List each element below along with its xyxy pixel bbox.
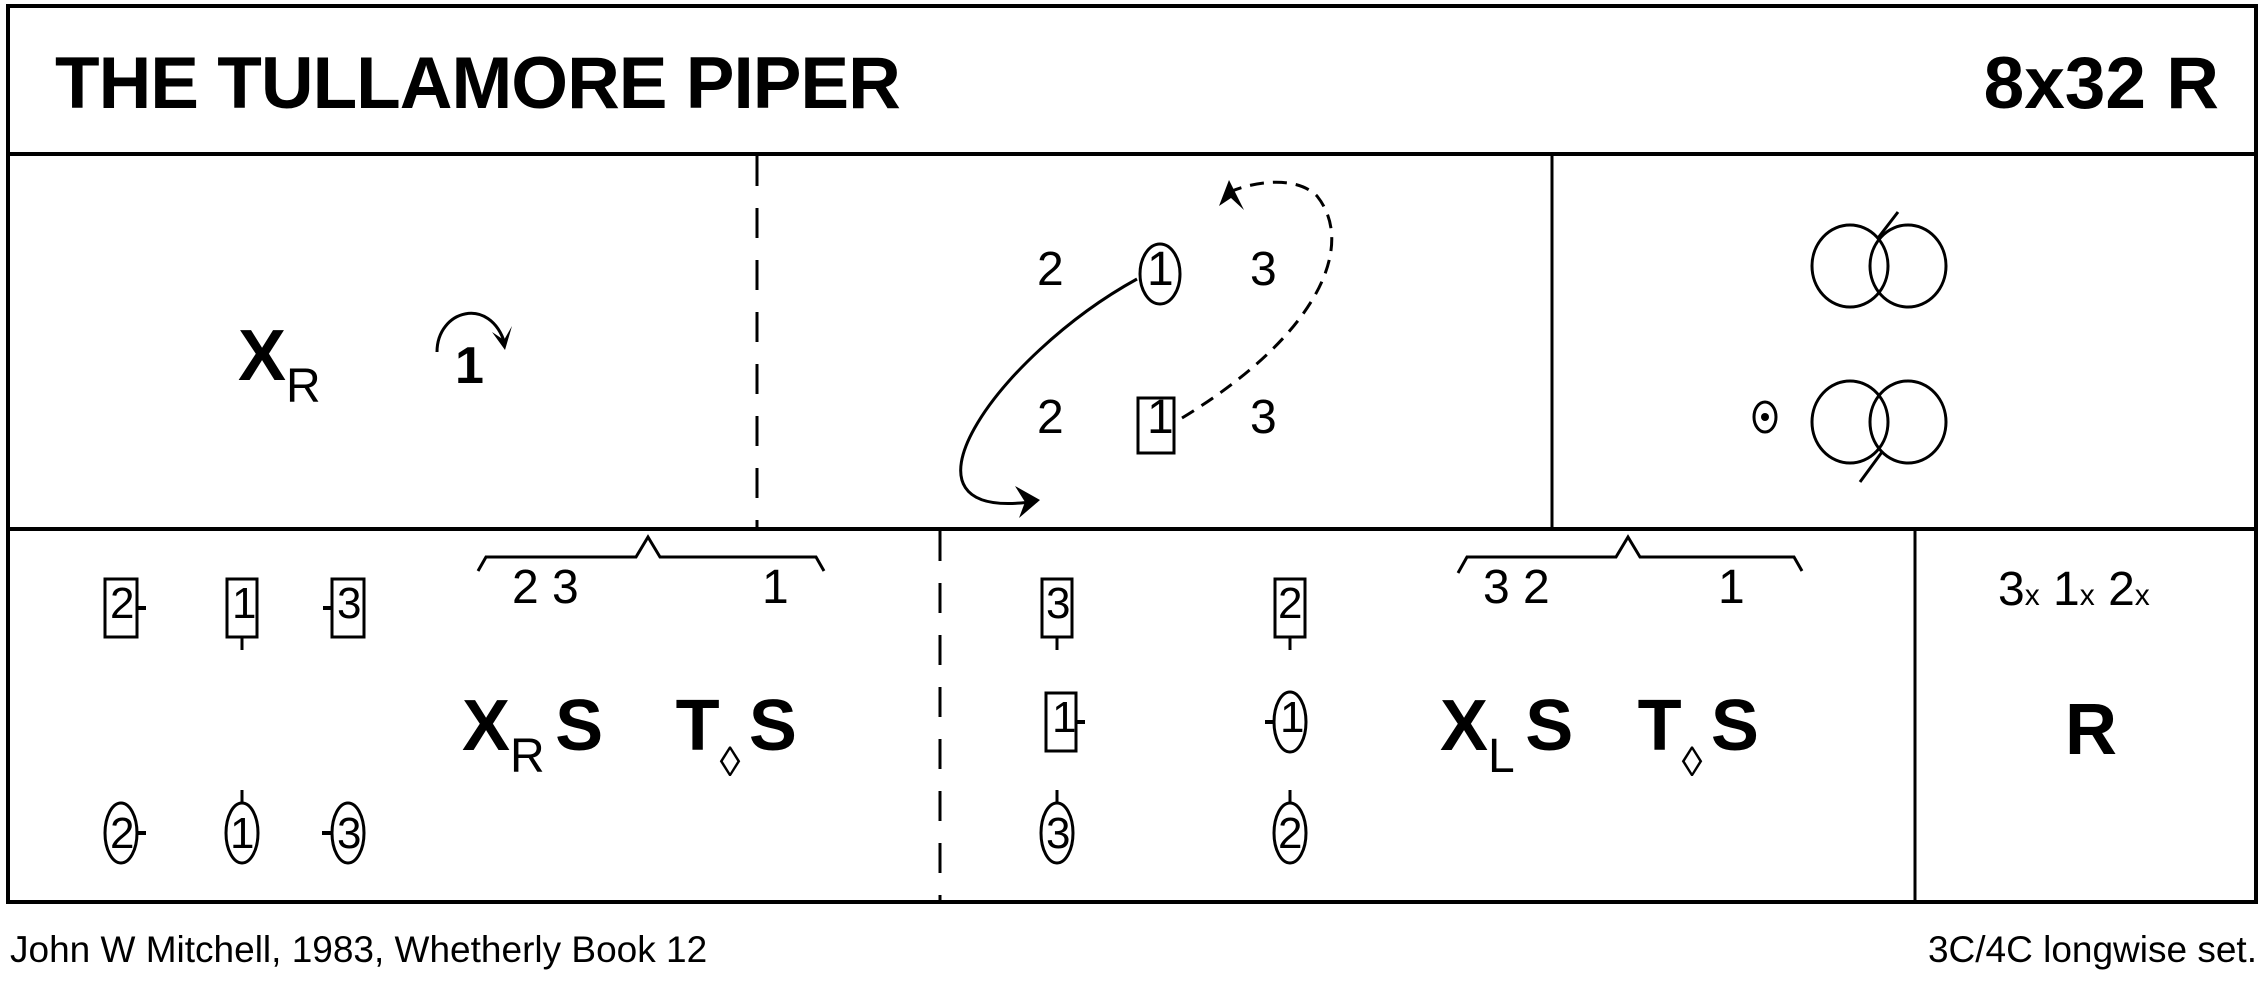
- bracket-right-label: 1: [762, 561, 789, 614]
- diagram-top-1: 1: [1147, 243, 1174, 296]
- man-1: 1: [1052, 693, 1077, 742]
- man-1: 1: [232, 579, 257, 628]
- bracket-left-label: 2 3: [512, 561, 579, 614]
- woman-1: 1: [230, 809, 255, 858]
- woman-3: 3: [1046, 809, 1071, 858]
- diagram-top-2: 2: [1037, 243, 1064, 296]
- man-3: 3: [337, 579, 362, 628]
- bars-17-24-figures: XL S T◊ S: [1440, 686, 1759, 785]
- man-2: 2: [1278, 579, 1303, 628]
- dance-form: 8x32 R: [1983, 43, 2219, 124]
- diagram-top-3: 3: [1250, 243, 1277, 296]
- bars-17-24-positions: [1039, 534, 1804, 865]
- woman-1-circle: [1138, 242, 1182, 306]
- movement-diagram: [959, 180, 1334, 518]
- diagram-bottom-3: 3: [1250, 391, 1277, 444]
- bars-9-16-positions: [103, 534, 826, 865]
- bars-9-16-figures: XR S T◊ S: [462, 686, 797, 785]
- progression-order: 3x 1x 2x: [1998, 563, 2150, 616]
- diamond-icon: ◊: [1681, 738, 1703, 785]
- linked-circles-slash-top-icon: [1810, 211, 1948, 309]
- woman-2: 2: [1278, 809, 1303, 858]
- solid-path-arrow: [959, 277, 1138, 505]
- clockwise-arc-arrow-icon: [435, 311, 512, 353]
- figure-letter: X: [238, 316, 287, 396]
- woman-2: 2: [110, 809, 135, 858]
- figure-subscript: R: [286, 360, 321, 413]
- bracket-left-label: 3 2: [1483, 561, 1550, 614]
- man-2: 2: [110, 579, 135, 628]
- set-type: 3C/4C longwise set.: [1927, 929, 2257, 970]
- turn-dancer-number: 1: [455, 337, 484, 395]
- symbols-panel: [1752, 211, 1948, 483]
- circled-dot-icon: [1752, 400, 1778, 434]
- linked-circles-slash-bottom-icon: [1810, 379, 1948, 483]
- figure-cross-right: XR: [238, 316, 321, 411]
- grouping-bracket: [1456, 534, 1804, 574]
- diagram-bottom-2: 2: [1037, 391, 1064, 444]
- diamond-icon: ◊: [719, 738, 741, 785]
- diagram-bottom-1: 1: [1147, 391, 1174, 444]
- man-1-box: [1136, 396, 1176, 455]
- figure-reel: R: [2065, 690, 2117, 770]
- grouping-bracket: [476, 534, 826, 572]
- man-3: 3: [1046, 579, 1071, 628]
- source-credit: John W Mitchell, 1983, Whetherly Book 12: [10, 929, 708, 970]
- woman-3: 3: [337, 809, 362, 858]
- dashed-path-arrow: [1181, 180, 1334, 420]
- bracket-right-label: 1: [1718, 561, 1745, 614]
- dance-title: THE TULLAMORE PIPER: [55, 43, 901, 124]
- woman-1: 1: [1280, 693, 1305, 742]
